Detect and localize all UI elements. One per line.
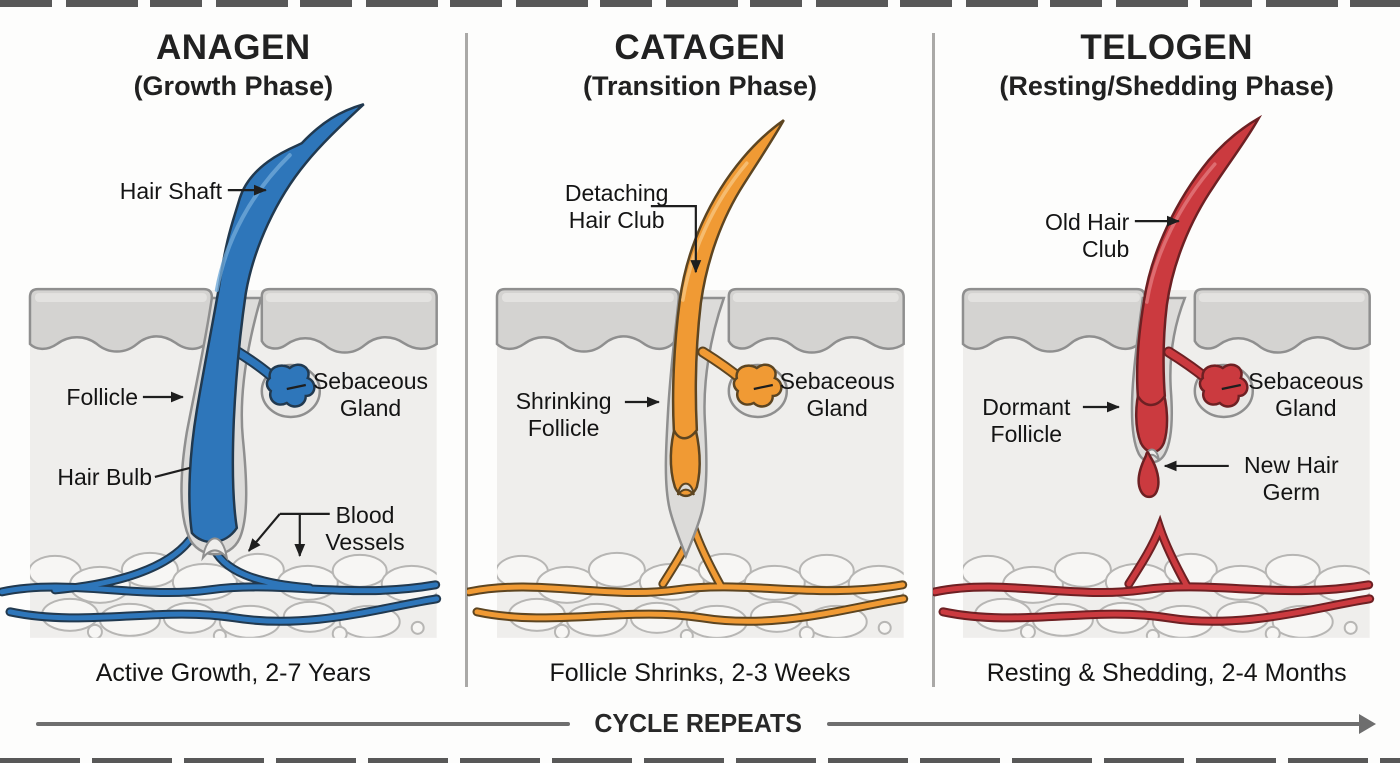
hair-shaft-shape — [671, 119, 785, 440]
label-hair-bulb: Hair Bulb — [57, 464, 152, 490]
cycle-arrowhead-icon — [1359, 713, 1376, 734]
hair-shaft-shape — [188, 103, 365, 544]
sebaceous-gland-shape — [232, 346, 322, 419]
papilla-notch — [676, 482, 695, 496]
sebaceous-gland-shape — [696, 346, 788, 419]
panel-telogen: TELOGEN (Resting/Shedding Phase) — [933, 0, 1400, 763]
anagen-illustration — [0, 103, 442, 638]
top-edge-artifact — [0, 0, 1400, 7]
cycle-line-right — [826, 721, 1361, 726]
skin-band-right — [727, 287, 905, 354]
anagen-title: ANAGEN — [155, 28, 311, 67]
catagen-subtitle: (Transition Phase) — [582, 71, 818, 101]
blood-vessels — [933, 514, 1375, 626]
hair-shaft-shape — [1136, 114, 1263, 407]
label-shrinking-follicle: Shrinking Follicle — [515, 388, 612, 442]
telogen-title: TELOGEN — [1080, 28, 1253, 67]
telogen-title-block: TELOGEN (Resting/Shedding Phase) — [933, 28, 1400, 102]
label-new-hair-germ: New Hair Germ — [1244, 452, 1339, 506]
catagen-caption: Follicle Shrinks, 2-3 Weeks — [549, 659, 851, 687]
label-arrows — [624, 205, 773, 408]
anagen-caption: Active Growth, 2-7 Years — [95, 659, 371, 687]
catagen-title-block: CATAGEN (Transition Phase) — [467, 28, 934, 102]
sebaceous-gland-shape — [1163, 346, 1255, 419]
skin-band-right — [1193, 287, 1372, 354]
cycle-repeats-label: CYCLE REPEATS — [594, 708, 803, 738]
label-arrows — [142, 184, 330, 557]
panel-anagen: ANAGEN (Growth Phase) — [0, 0, 467, 763]
telogen-subtitle: (Resting/Shedding Phase) — [999, 71, 1334, 101]
cycle-repeats-band: CYCLE REPEATS — [0, 708, 1400, 739]
anagen-title-block: ANAGEN (Growth Phase) — [0, 28, 467, 102]
label-arrows — [1083, 215, 1242, 472]
label-dormant-follicle: Dormant Follicle — [982, 394, 1071, 448]
panel-catagen: CATAGEN (Transition Phase) — [466, 0, 934, 763]
label-sebaceous-gland: Sebaceous Gland — [312, 368, 429, 422]
catagen-illustration — [466, 119, 908, 638]
skin-band-right — [260, 287, 438, 354]
panel-divider-2 — [932, 33, 935, 687]
label-detaching-hair-club: Detaching Hair Club — [564, 180, 669, 234]
catagen-title: CATAGEN — [614, 28, 786, 67]
telogen-caption: Resting & Shedding, 2-4 Months — [986, 659, 1347, 687]
label-follicle: Follicle — [66, 384, 138, 410]
hair-highlight — [214, 153, 292, 293]
telogen-illustration — [933, 114, 1375, 638]
label-old-hair-club: Old Hair Club — [1044, 209, 1130, 263]
papilla-notch — [201, 537, 229, 562]
panel-divider-1 — [465, 33, 468, 687]
label-hair-shaft: Hair Shaft — [119, 178, 222, 204]
label-sebaceous-gland: Sebaceous Gland — [779, 368, 895, 422]
new-hair-germ-shape — [1137, 450, 1160, 499]
blood-vessels — [0, 535, 442, 626]
label-sebaceous-gland: Sebaceous Gland — [1248, 368, 1364, 422]
bottom-edge-artifact — [0, 758, 1400, 763]
label-blood-vessels: Blood Vessels — [325, 502, 405, 556]
cycle-line-left — [36, 721, 571, 726]
hair-highlight — [680, 161, 749, 302]
hair-highlight — [1145, 162, 1217, 304]
anagen-subtitle: (Growth Phase) — [133, 71, 334, 101]
